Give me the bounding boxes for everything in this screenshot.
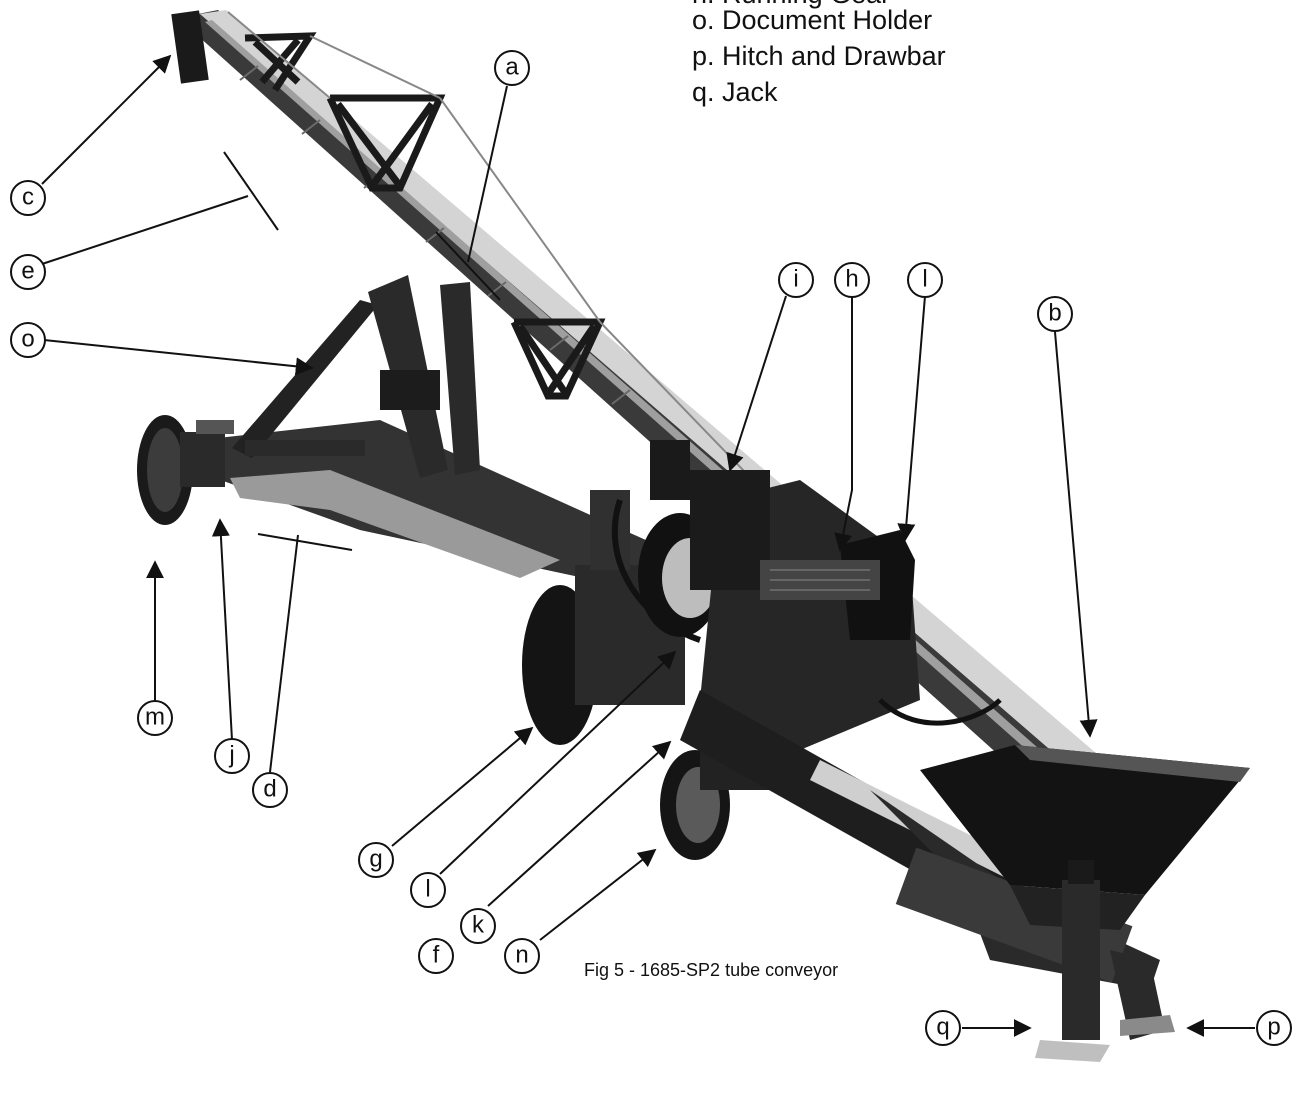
callout-q: q [936,1014,949,1041]
callout-g: g [369,846,382,873]
legend-item-o: o.Document Holder [692,2,932,38]
callout-d: d [263,776,276,803]
callout-n: n [515,942,528,969]
legend-key: q. [692,77,715,107]
callout-i: i [793,266,798,293]
callout-h: h [845,266,858,293]
callout-e: e [21,258,34,285]
callout-l-lower: l [425,876,430,903]
leader-lines [41,54,1255,1037]
callout-k: k [472,912,485,939]
callout-o: o [21,326,34,353]
legend-text: Jack [722,77,778,107]
callout-circles [10,50,1292,1046]
figure-caption: Fig 5 - 1685-SP2 tube conveyor [584,960,839,980]
legend-key: p. [692,41,715,71]
callout-p: p [1267,1014,1280,1041]
conveyor-machine [137,10,1250,1062]
legend-item-q: q.Jack [692,74,778,110]
callout-a: a [505,54,519,81]
callout-m: m [145,704,165,731]
callout-c: c [22,184,34,211]
callout-b: b [1048,300,1061,327]
callout-f: f [433,942,440,969]
callout-l-top: l [922,266,927,293]
callout-j: j [228,742,234,769]
legend-item-p: p.Hitch and Drawbar [692,38,946,74]
legend-key: o. [692,5,715,35]
legend-text: Hitch and Drawbar [722,41,946,71]
legend-text: Document Holder [722,5,933,35]
legend-item-partial: n. Running Gear [692,0,890,12]
